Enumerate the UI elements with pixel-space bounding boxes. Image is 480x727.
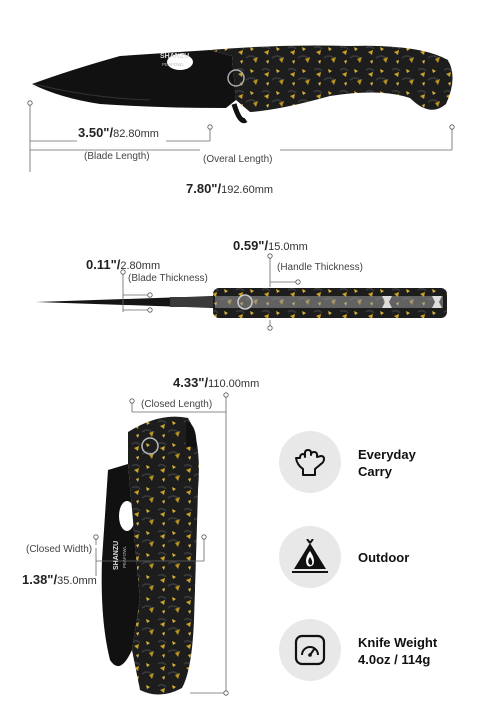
outdoor-label: Outdoor bbox=[358, 550, 410, 565]
closed-length-label: (Closed Length) bbox=[141, 399, 213, 410]
blade-length-mm: 82.80mm bbox=[113, 128, 159, 140]
side-knife-image bbox=[36, 288, 447, 318]
closed-blade-brand-engraving: SHANZU bbox=[113, 541, 120, 570]
overall-length-inches: 7.80"/ bbox=[186, 181, 222, 196]
hand-grip-icon bbox=[295, 449, 325, 476]
closed-length-mm: 110.00mm bbox=[208, 378, 260, 390]
handle-thickness-label: (Handle Thickness) bbox=[277, 262, 363, 273]
knife-weight-label: Knife Weight 4.0oz / 114g bbox=[358, 635, 438, 667]
tent-campfire-icon bbox=[292, 539, 328, 573]
closed-length-value: 4.33"/110.00mm bbox=[173, 374, 259, 392]
everyday-carry-label: Everyday Carry bbox=[358, 447, 416, 479]
overall-length-label: (Overal Length) bbox=[203, 154, 273, 165]
scale-gauge-icon bbox=[294, 634, 326, 666]
closed-width-value: 1.38"/35.0mm bbox=[22, 571, 97, 589]
blade-length-inches: 3.50"/ bbox=[78, 125, 114, 140]
dimension-lines bbox=[29, 103, 453, 694]
blade-length-value: 3.50"/82.80mm bbox=[78, 124, 159, 142]
blade-thickness-value: 0.11"/2.80mm bbox=[86, 256, 160, 274]
overall-length-mm: 192.60mm bbox=[221, 184, 274, 196]
blade-thickness-inches: 0.11"/ bbox=[86, 257, 121, 272]
blade-brand-engraving: SHANZU bbox=[160, 53, 189, 60]
blade-model-engraving: PEAFOWL bbox=[162, 62, 185, 67]
open-knife-handle bbox=[210, 45, 453, 112]
closed-knife-image bbox=[101, 416, 199, 695]
handle-thickness-mm: 15.0mm bbox=[268, 241, 308, 253]
everyday-carry-badge bbox=[279, 431, 341, 493]
open-knife-image bbox=[32, 45, 453, 124]
dimension-endpoints bbox=[27, 100, 455, 696]
blade-length-label: (Blade Length) bbox=[84, 151, 150, 162]
blade-thickness-mm: 2.80mm bbox=[120, 260, 161, 272]
overall-length-value: 7.80"/192.60mm bbox=[186, 180, 273, 198]
closed-width-label: (Closed Width) bbox=[26, 544, 93, 555]
blade-thickness-label: (Blade Thickness) bbox=[128, 273, 208, 284]
handle-thickness-value: 0.59"/15.0mm bbox=[233, 237, 308, 255]
closed-blade-model-engraving: PEAFOWL bbox=[122, 545, 127, 568]
closed-width-inches: 1.38"/ bbox=[22, 572, 58, 587]
closed-width-mm: 35.0mm bbox=[57, 575, 97, 587]
knife-weight-badge bbox=[279, 619, 341, 681]
closed-length-inches: 4.33"/ bbox=[173, 375, 209, 390]
outdoor-badge bbox=[279, 526, 341, 588]
handle-thickness-inches: 0.59"/ bbox=[233, 238, 269, 253]
closed-knife-handle bbox=[128, 416, 199, 695]
